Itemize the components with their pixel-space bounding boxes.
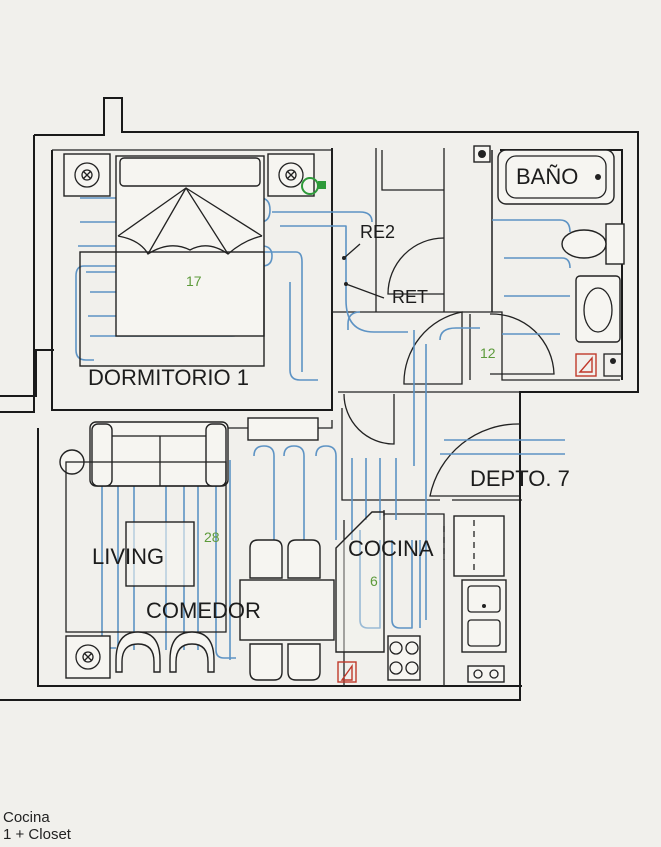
interior-walls — [52, 148, 620, 686]
toilet — [561, 223, 625, 265]
room-label-comedor: COMEDOR — [146, 598, 261, 623]
sink — [575, 275, 621, 343]
valve-marker — [301, 177, 326, 195]
nightstand-left — [63, 153, 111, 197]
zone-number-pasillo: 12 — [480, 345, 496, 361]
door-swings — [343, 237, 555, 497]
valve-label-ret: RET — [392, 287, 428, 307]
bed — [79, 155, 265, 367]
nightstand-right — [267, 153, 315, 197]
zone-number-cocina: 6 — [370, 573, 378, 589]
kitchen-sink — [453, 515, 507, 683]
legend-line-1: Cocina — [3, 809, 50, 826]
living-rug — [65, 461, 227, 633]
sofa — [59, 421, 229, 487]
armchairs — [115, 631, 215, 673]
room-label-depto: DEPTO. 7 — [470, 466, 570, 491]
drain-icon — [473, 145, 491, 163]
speaker-living — [65, 635, 111, 679]
tv-unit — [247, 417, 319, 441]
dining-table — [239, 539, 335, 681]
valve-label-re2: RE2 — [360, 222, 395, 242]
room-label-living: LIVING — [92, 544, 164, 569]
room-label-bano: BAÑO — [516, 164, 578, 189]
kitchen-counter — [335, 511, 421, 681]
room-label-cocina: COCINA — [348, 536, 434, 561]
legend-line-2: 1 + Closet — [3, 826, 71, 843]
room-label-dormitorio: DORMITORIO 1 — [88, 365, 249, 390]
warning-icon — [575, 353, 623, 377]
manifold-lines — [342, 243, 385, 299]
zone-number-living: 28 — [204, 529, 220, 545]
zone-number-dormitorio: 17 — [186, 273, 202, 289]
warning-icon-kitchen — [337, 661, 357, 683]
coffee-table — [125, 521, 195, 587]
bathtub — [497, 149, 615, 205]
